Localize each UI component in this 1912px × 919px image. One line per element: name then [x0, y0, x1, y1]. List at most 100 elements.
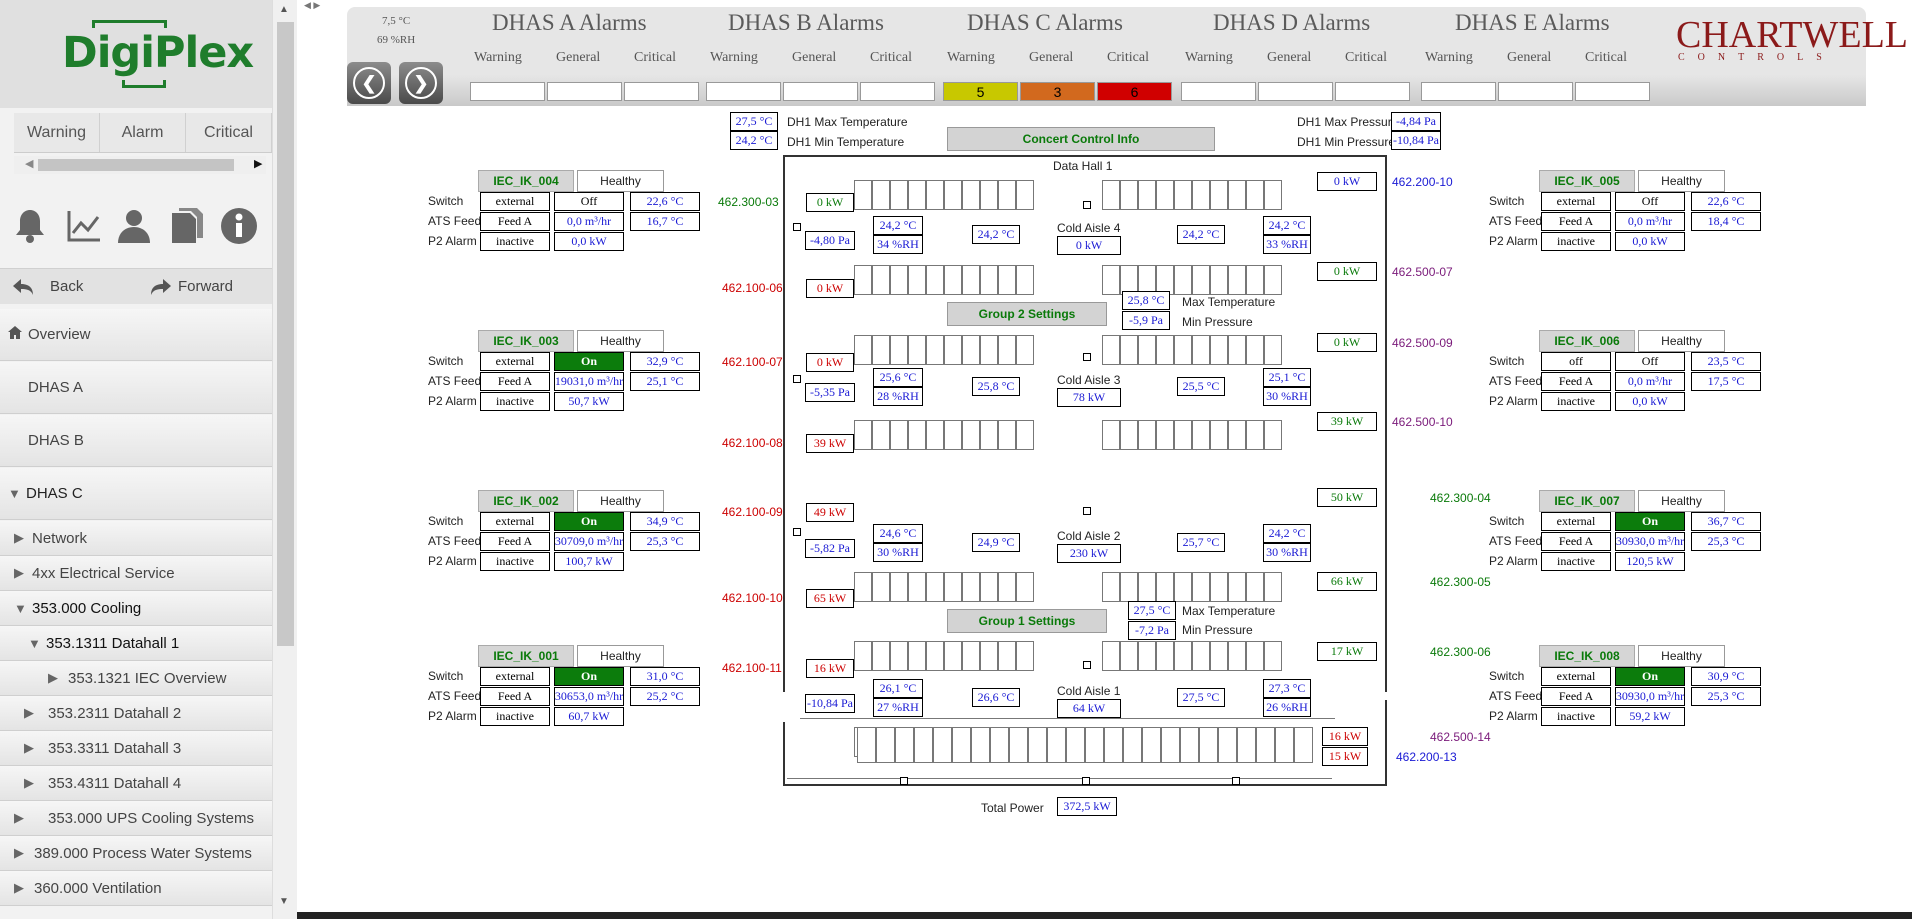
forward-arrow-icon[interactable] — [150, 278, 172, 300]
scrollbar-thumb[interactable] — [277, 22, 294, 646]
scroll-left-icon[interactable]: ◀ — [25, 158, 34, 170]
alarm-count-warning[interactable] — [1421, 82, 1496, 101]
iec-state[interactable]: On — [1615, 667, 1685, 686]
back-button[interactable]: Back — [50, 278, 84, 295]
crah-unit-power[interactable]: 0 kW — [1317, 172, 1377, 191]
menu-datahall-2[interactable]: ▶353.2311 Datahall 2 — [0, 696, 272, 731]
alarm-count-general[interactable] — [547, 82, 622, 101]
iec-ats-feed: Feed A — [1541, 212, 1611, 231]
crah-unit-power[interactable]: 0 kW — [806, 353, 854, 372]
aisle-mid-temp: 25,7 °C — [1177, 533, 1225, 552]
crah-unit-power[interactable]: 16 kW — [806, 659, 854, 678]
rack-row — [1102, 265, 1282, 295]
collapse-icon[interactable]: ◀ ▶ — [304, 0, 321, 10]
dhas-alarms-title: DHAS D Alarms — [1213, 10, 1371, 35]
menu-datahall-4[interactable]: ▶353.4311 Datahall 4 — [0, 766, 272, 801]
iec-unit-name[interactable]: IEC_IK_007 — [1539, 490, 1635, 512]
tab-alarm[interactable]: Alarm — [100, 113, 186, 152]
crah-unit-power[interactable]: 0 kW — [806, 193, 854, 212]
user-icon[interactable] — [114, 206, 154, 246]
crah-unit-power[interactable]: 39 kW — [806, 434, 854, 453]
menu-dhas-b[interactable]: DHAS B — [0, 415, 272, 467]
scroll-right-icon[interactable]: ▶ — [254, 158, 263, 170]
scroll-up-icon[interactable]: ▲ — [279, 4, 289, 15]
alarm-count-warning[interactable] — [1181, 82, 1256, 101]
group-2-settings-button[interactable]: Group 2 Settings — [947, 302, 1107, 326]
scroll-down-icon[interactable]: ▼ — [279, 896, 289, 907]
tab-critical[interactable]: Critical — [186, 113, 272, 152]
iec-unit-name[interactable]: IEC_IK_001 — [478, 645, 574, 667]
menu-label: 360.000 Ventilation — [34, 879, 162, 897]
iec-ats-feed: Feed A — [1541, 532, 1611, 551]
iec-state[interactable]: Off — [1615, 192, 1685, 211]
alarm-count-warning[interactable]: 5 — [943, 82, 1018, 101]
iec-state[interactable]: On — [1615, 512, 1685, 531]
menu-iec-overview[interactable]: ▶353.1321 IEC Overview — [0, 661, 272, 696]
iec-unit-name[interactable]: IEC_IK_004 — [478, 170, 574, 192]
group-2-max-temp: 25,8 °C — [1122, 291, 1170, 310]
alarm-level-general: General — [792, 50, 837, 65]
crah-unit-power[interactable]: 0 kW — [1317, 262, 1377, 281]
menu-datahall-3[interactable]: ▶353.3311 Datahall 3 — [0, 731, 272, 766]
iec-airflow: 30930,0 m³/hr — [1615, 687, 1685, 706]
alarm-count-general[interactable]: 3 — [1020, 82, 1095, 101]
iec-unit-name[interactable]: IEC_IK_008 — [1539, 645, 1635, 667]
menu-network[interactable]: ▶Network — [0, 521, 272, 556]
bell-icon[interactable] — [10, 206, 50, 246]
crah-unit-power[interactable]: 0 kW — [1317, 333, 1377, 352]
crah-unit-power[interactable]: 39 kW — [1317, 412, 1377, 431]
crah-unit-power[interactable]: 0 kW — [806, 279, 854, 298]
alarm-count-general[interactable] — [1498, 82, 1573, 101]
iec-state[interactable]: On — [554, 352, 624, 371]
crah-unit-power[interactable]: 16 kW — [1322, 727, 1368, 746]
menu-dhas-a[interactable]: DHAS A — [0, 362, 272, 414]
iec-unit-name[interactable]: IEC_IK_005 — [1539, 170, 1635, 192]
crah-unit-power[interactable]: 15 kW — [1322, 747, 1368, 766]
menu-process-water[interactable]: ▶389.000 Process Water Systems — [0, 836, 272, 871]
iec-state[interactable]: On — [554, 667, 624, 686]
menu-cooling[interactable]: ▼353.000 Cooling — [0, 591, 272, 626]
forward-button[interactable]: Forward — [178, 278, 234, 295]
documents-icon[interactable] — [167, 206, 207, 246]
sidebar-scrollbar[interactable]: ▲ ▼ — [272, 0, 297, 919]
crah-unit-power[interactable]: 65 kW — [806, 589, 854, 608]
iec-switch-mode: external — [480, 512, 550, 531]
menu-datahall-1[interactable]: ▼353.1311 Datahall 1 — [0, 626, 272, 661]
menu-ups-cooling[interactable]: ▶353.000 UPS Cooling Systems — [0, 801, 272, 836]
iec-state[interactable]: Off — [554, 192, 624, 211]
crah-unit-power[interactable]: 49 kW — [806, 503, 854, 522]
tab-warning[interactable]: Warning — [14, 113, 100, 152]
info-icon[interactable] — [219, 206, 259, 246]
alarm-count-critical[interactable] — [1575, 82, 1650, 101]
iec-unit-name[interactable]: IEC_IK_006 — [1539, 330, 1635, 352]
prev-button[interactable]: ❮ — [347, 62, 391, 104]
alarm-count-critical[interactable] — [1335, 82, 1410, 101]
iec-unit-name[interactable]: IEC_IK_002 — [478, 490, 574, 512]
group-1-settings-button[interactable]: Group 1 Settings — [947, 609, 1107, 633]
next-button[interactable]: ❯ — [399, 62, 443, 104]
crah-unit-power[interactable]: 66 kW — [1317, 572, 1377, 591]
chart-icon[interactable] — [64, 206, 104, 246]
menu-ventilation[interactable]: ▶360.000 Ventilation — [0, 871, 272, 906]
menu-overview[interactable]: Overview — [0, 309, 272, 361]
scrollbar-thumb[interactable] — [38, 159, 234, 171]
menu-electrical[interactable]: ▶4xx Electrical Service — [0, 556, 272, 591]
crah-unit-power[interactable]: 50 kW — [1317, 488, 1377, 507]
back-arrow-icon[interactable] — [12, 278, 34, 300]
iec-airflow: 30653,0 m³/hr — [554, 687, 624, 706]
alarm-count-critical[interactable] — [860, 82, 935, 101]
alarm-count-warning[interactable] — [706, 82, 781, 101]
crah-unit-power[interactable]: 17 kW — [1317, 642, 1377, 661]
concert-control-info-button[interactable]: Concert Control Info — [947, 127, 1215, 151]
alarm-count-general[interactable] — [783, 82, 858, 101]
iec-unit-name[interactable]: IEC_IK_003 — [478, 330, 574, 352]
alarm-count-critical[interactable]: 6 — [1097, 82, 1172, 101]
alarm-count-general[interactable] — [1258, 82, 1333, 101]
alarm-count-critical[interactable] — [624, 82, 699, 101]
tabs-scrollbar[interactable]: ◀ ▶ — [14, 156, 266, 174]
iec-state[interactable]: On — [554, 512, 624, 531]
alarm-count-warning[interactable] — [470, 82, 545, 101]
iec-state[interactable]: Off — [1615, 352, 1685, 371]
iec-switch-mode: external — [480, 352, 550, 371]
menu-dhas-c[interactable]: ▼DHAS C — [0, 468, 272, 520]
